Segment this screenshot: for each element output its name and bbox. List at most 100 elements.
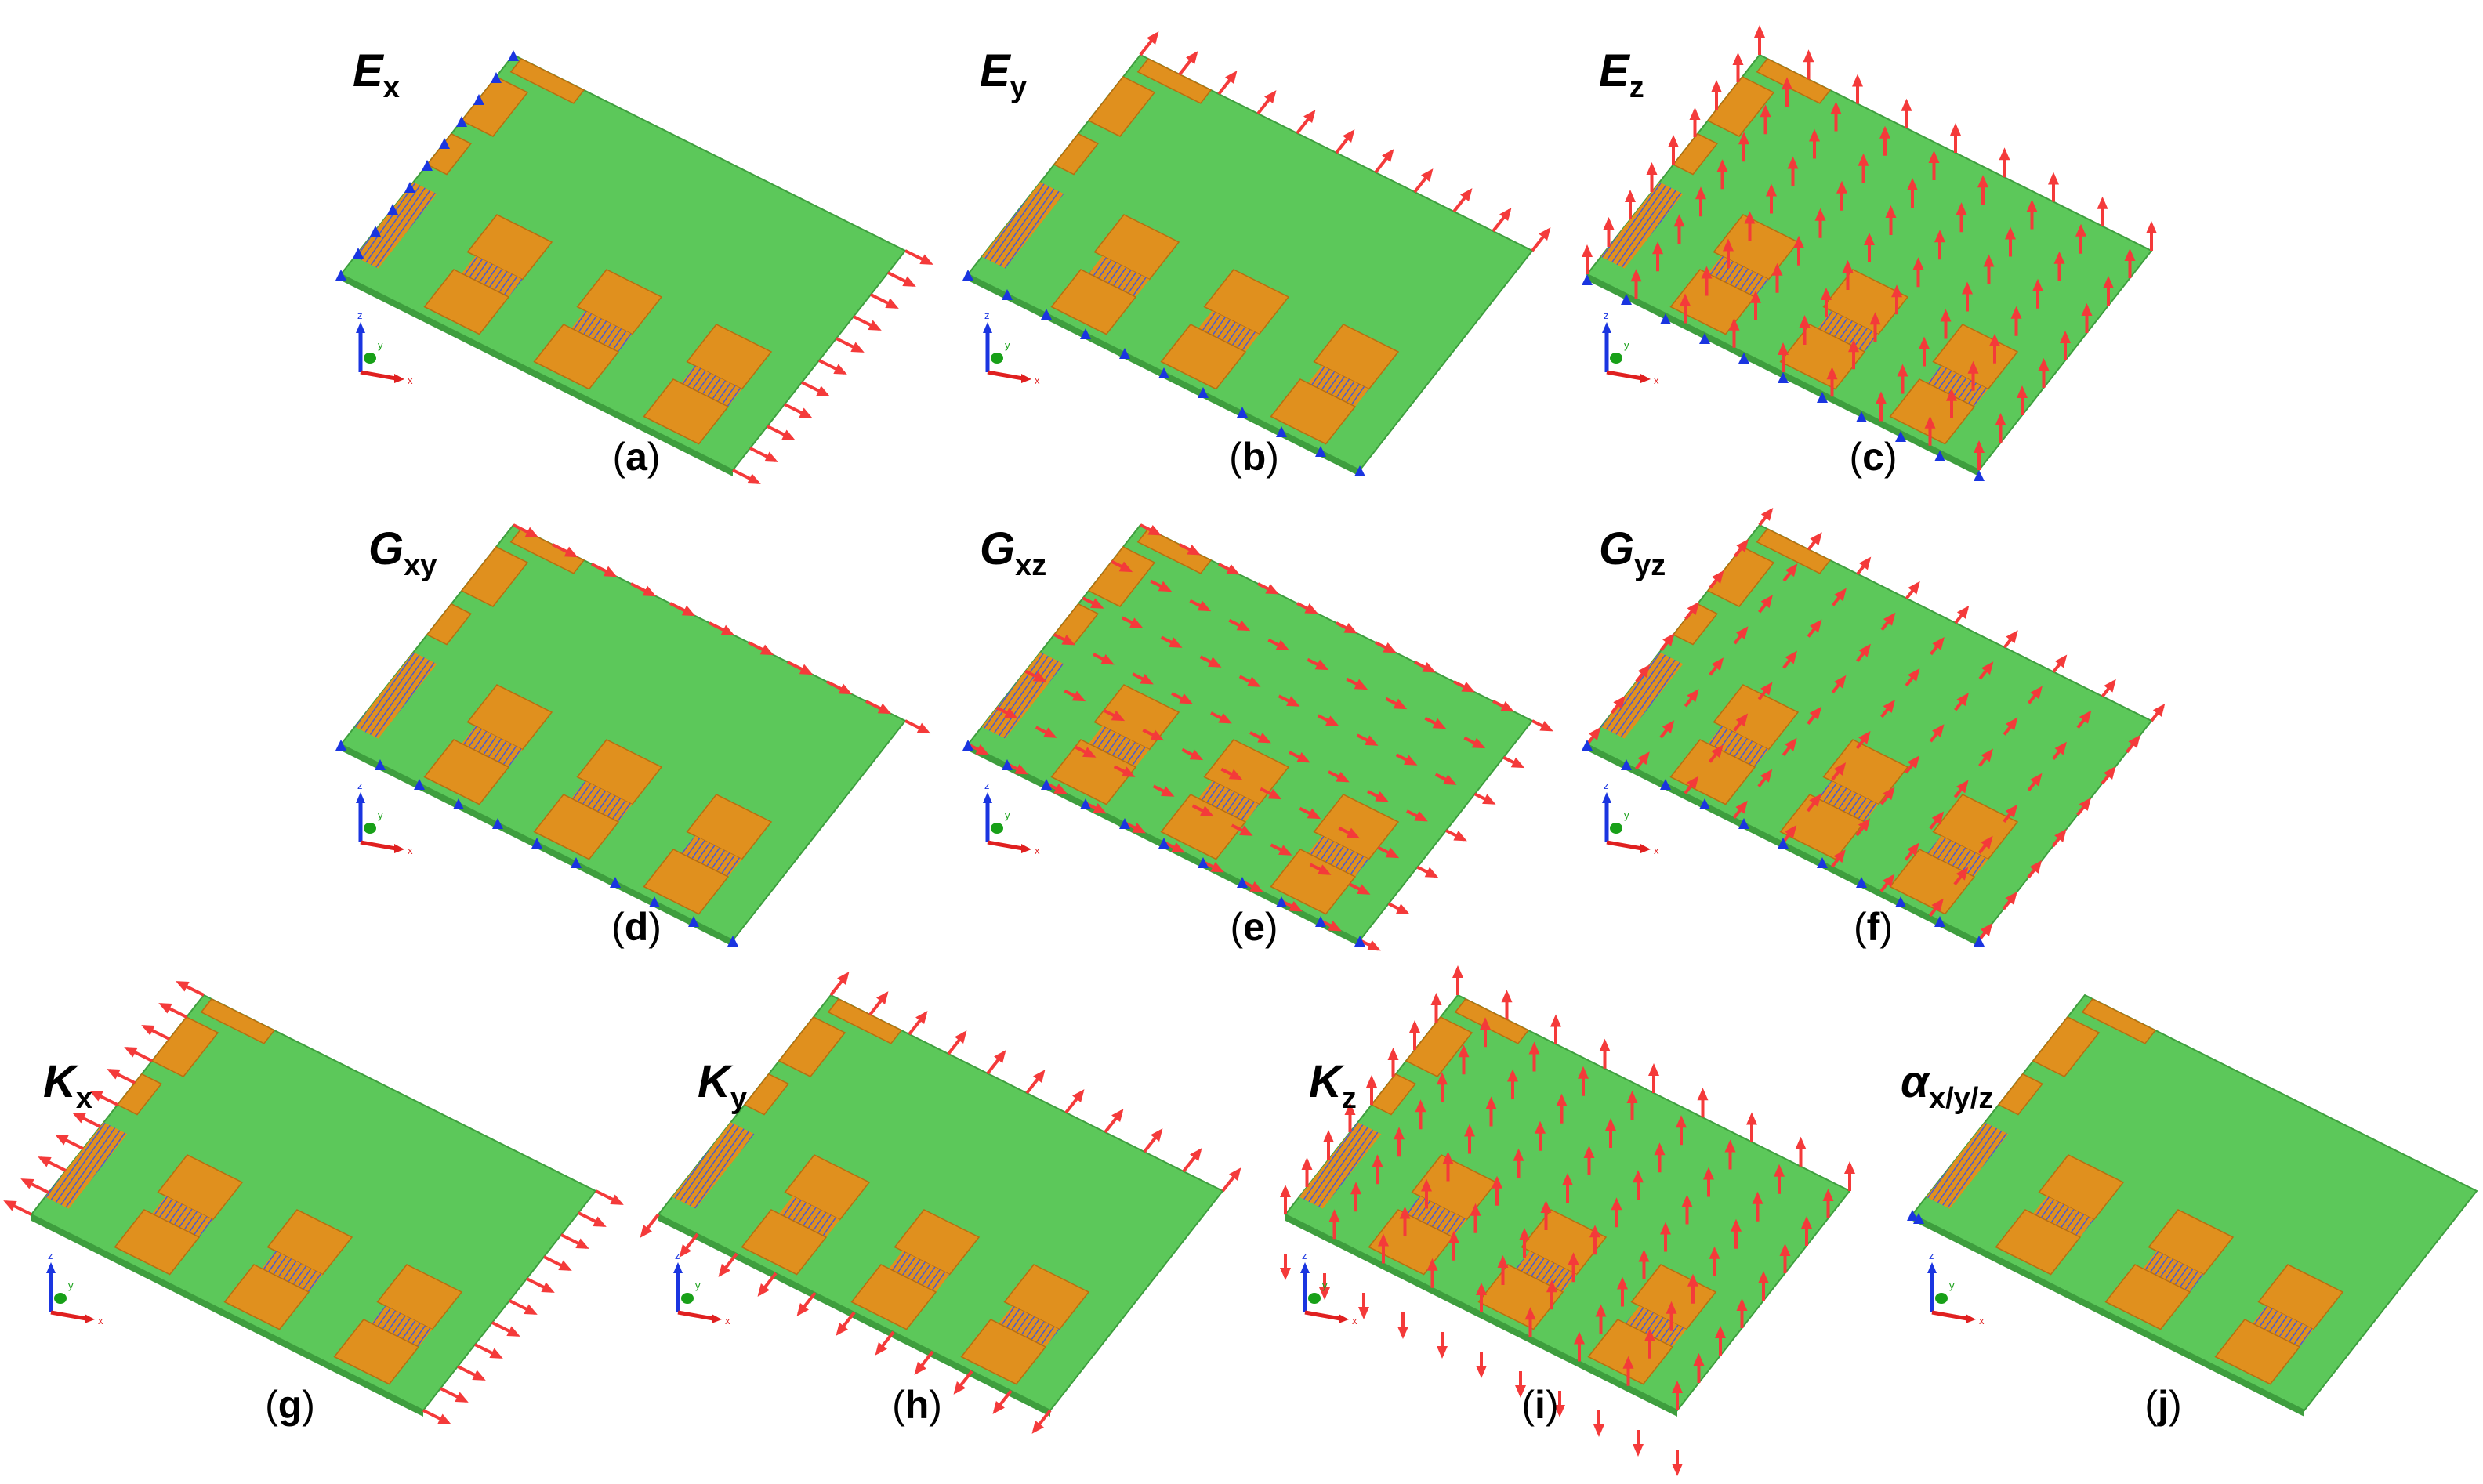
corner-pad xyxy=(1756,58,1832,104)
load-arrow-head xyxy=(1304,603,1318,614)
pcb-board xyxy=(966,53,1534,472)
panel-title-symbol: α xyxy=(1901,1056,1930,1107)
axis-x-head-icon xyxy=(1339,1314,1349,1323)
load-arrow-head xyxy=(1924,415,1936,429)
fixed-support xyxy=(1699,333,1710,344)
panel-caption: (h) xyxy=(892,1383,942,1427)
load-arrow-head xyxy=(1366,1075,1377,1088)
panel-title: Kz xyxy=(1309,1056,1357,1115)
component-leads xyxy=(1089,255,1150,297)
load-arrow-head xyxy=(1197,600,1212,612)
fixed-support xyxy=(962,270,973,281)
load-arrow-head xyxy=(1836,180,1847,194)
load-arrow-head xyxy=(1286,696,1300,707)
fixed-support xyxy=(1354,936,1365,947)
side-component xyxy=(2032,1016,2101,1077)
panel-title-subscript: x/y/z xyxy=(1929,1082,1993,1115)
axis-z-label: z xyxy=(48,1250,53,1261)
load-arrow-head xyxy=(1785,737,1797,751)
axis-x-icon xyxy=(360,370,397,381)
load-arrow-head xyxy=(1061,635,1075,646)
panel-title: Gyz xyxy=(1599,523,1666,582)
axis-y-label: y xyxy=(1005,339,1010,351)
caption-letter: f xyxy=(1867,905,1880,949)
load-arrow-head xyxy=(1687,601,1700,615)
axis-z-head-icon xyxy=(673,1262,683,1273)
load-arrow-head xyxy=(1004,708,1018,718)
load-arrow-head xyxy=(141,1025,155,1036)
load-arrow-head xyxy=(1822,1189,1834,1201)
side-component xyxy=(1370,1073,1416,1116)
load-arrow-head xyxy=(836,1322,848,1336)
axis-x-label: x xyxy=(1654,375,1659,386)
load-arrow-head xyxy=(833,364,847,375)
axis-z-label: z xyxy=(1604,309,1609,321)
axis-x-icon xyxy=(677,1310,714,1321)
load-arrow-head xyxy=(1210,862,1224,873)
fixed-support xyxy=(1934,451,1945,461)
load-arrow-head xyxy=(1736,626,1749,640)
caption-open: ( xyxy=(1229,435,1242,479)
load-arrow-head xyxy=(593,1216,607,1227)
load-arrow-head xyxy=(2081,303,2093,316)
load-arrow-head xyxy=(1630,269,1642,282)
axis-z-head-icon xyxy=(1602,792,1611,803)
axis-z-head-icon xyxy=(356,792,365,803)
load-arrow-head xyxy=(1693,1353,1705,1366)
load-arrow-head xyxy=(1673,214,1685,227)
axis-y-label: y xyxy=(1624,809,1629,821)
load-arrow-head xyxy=(1711,657,1724,671)
load-arrow-head xyxy=(1507,1069,1518,1082)
load-arrow-head xyxy=(1589,1225,1600,1238)
load-arrow-head xyxy=(176,981,190,992)
load-arrow-head xyxy=(2032,278,2043,291)
load-arrow-head xyxy=(1409,1020,1420,1033)
axis-y-icon xyxy=(364,823,376,834)
load-arrow-head xyxy=(1382,149,1394,163)
load-arrow-head xyxy=(718,1263,730,1277)
load-arrow-head xyxy=(816,385,830,396)
load-arrow-head xyxy=(1323,1130,1334,1142)
component-pad-bottom xyxy=(741,1209,828,1276)
load-arrow-head xyxy=(1810,619,1822,633)
load-arrow-head xyxy=(1476,1366,1487,1378)
component-pad-bottom xyxy=(533,794,620,860)
load-arrow-head xyxy=(1842,260,1854,273)
fixed-support xyxy=(1856,411,1867,422)
load-arrow-head xyxy=(1510,757,1525,769)
load-arrow-head xyxy=(1672,1464,1683,1476)
component-leads xyxy=(1406,1196,1467,1237)
load-arrow-head xyxy=(1723,238,1734,252)
fixed-support xyxy=(414,779,425,790)
load-arrow-head xyxy=(1385,847,1400,859)
load-arrow-head xyxy=(1343,623,1357,634)
load-arrow-head xyxy=(681,605,696,617)
load-arrow-head xyxy=(1793,235,1804,248)
load-arrow-head xyxy=(1646,162,1658,175)
panel-title: Kx xyxy=(43,1056,92,1115)
load-arrow-head xyxy=(2053,251,2065,264)
load-arrow-head xyxy=(919,254,933,265)
load-arrow-head xyxy=(1453,831,1467,842)
fixed-support xyxy=(1974,470,1985,481)
load-arrow-head xyxy=(1218,713,1232,724)
load-arrow-head xyxy=(1760,769,1773,783)
component-pad-bottom xyxy=(1889,378,1976,445)
component-pad-bottom xyxy=(1669,269,1756,335)
component-pad-bottom xyxy=(1669,739,1756,805)
load-arrow-head xyxy=(1709,1246,1720,1259)
fixed-support xyxy=(1738,353,1749,364)
load-arrow-head xyxy=(1275,639,1290,651)
component-leads xyxy=(462,726,523,767)
load-arrow-head xyxy=(1357,884,1371,895)
load-arrow-head xyxy=(1617,1276,1628,1290)
fixed-support xyxy=(610,877,621,888)
load-arrow-head xyxy=(1912,257,1924,270)
side-component xyxy=(116,1073,162,1116)
component-leads xyxy=(1308,835,1369,877)
load-arrow-head xyxy=(1981,835,1993,849)
load-arrow-head xyxy=(1795,1136,1807,1149)
load-arrow-head xyxy=(1354,679,1368,690)
load-arrow-head xyxy=(1779,1243,1791,1256)
